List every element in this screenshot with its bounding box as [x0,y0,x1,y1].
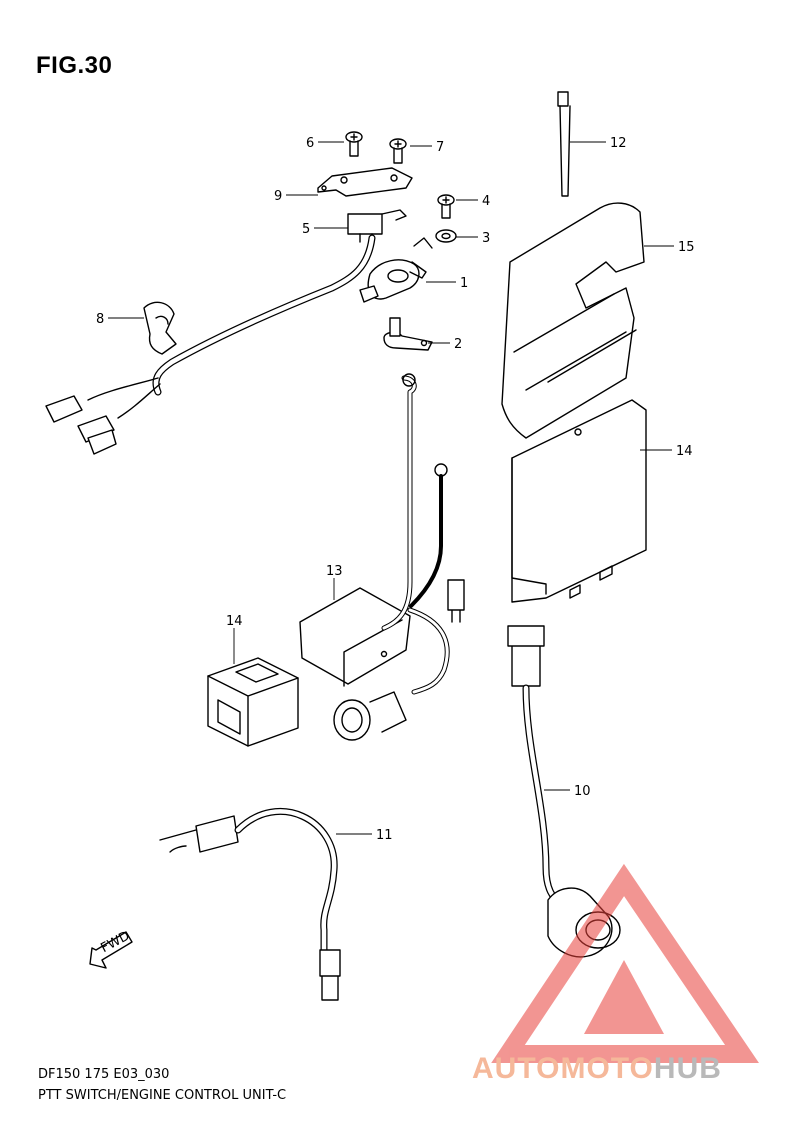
ecu-14 [511,399,647,603]
callout-13: 14 [226,614,243,629]
caption-title: PTT SWITCH/ENGINE CONTROL UNIT-C [38,1088,287,1103]
sensor-harness [45,234,379,455]
connector-13 [207,657,299,747]
trim-sensor-1 [367,237,433,300]
caption-model: DF150 175 E03_030 [38,1067,170,1082]
clamp-7 [143,301,177,355]
bracket-8 [317,167,413,197]
cable-tie-11 [557,91,571,197]
callout-8: 9 [274,189,282,204]
callout-6a: 6 [306,136,314,151]
relay-12 [299,373,465,741]
screw-4 [437,194,455,219]
fwd-arrow-icon [89,931,133,969]
callout-6b: 7 [436,140,444,155]
harness-10 [159,808,341,1001]
callout-9: 10 [574,784,591,799]
callout-3: 3 [482,231,490,246]
link-2 [383,317,433,351]
washer-3 [435,229,457,243]
screw-6-left [345,131,363,157]
callout-12: 13 [326,564,343,579]
watermark-part-auto: AUTO [472,1052,561,1085]
callout-14: 14 [676,444,693,459]
watermark-part-hub: HUB [653,1052,722,1085]
callout-5: 5 [302,222,310,237]
harness-9 [507,625,621,958]
watermark-logo-icon [491,863,759,1063]
callout-11: 12 [610,136,627,151]
watermark-part-moto: MOTO [560,1052,654,1085]
callout-10: 11 [376,828,393,843]
switch-5 [347,209,407,243]
figure-title: FIG.30 [36,52,113,79]
callout-2: 2 [454,337,462,352]
callout-4: 4 [482,194,490,209]
callout-1: 1 [460,276,468,291]
screw-6-right [389,138,407,164]
callout-15: 15 [678,240,695,255]
ecu-cover-15 [501,202,645,439]
watermark-text: AUTOMOTOHUB [472,1052,722,1086]
callout-7: 8 [96,312,104,327]
